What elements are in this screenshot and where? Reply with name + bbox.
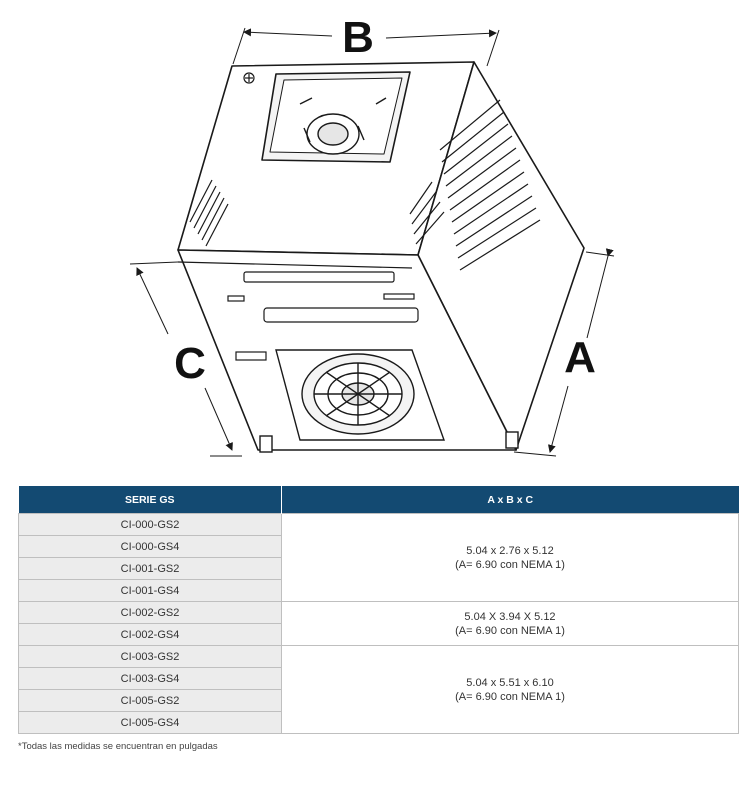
keypad-icon <box>299 97 387 155</box>
model-cell: CI-005-GS4 <box>18 711 282 734</box>
dimension-label-b: B <box>342 13 374 62</box>
dimension-value: 5.04 x 5.51 x 6.10 <box>466 676 554 689</box>
table-row: CI-002-GS4 <box>18 623 739 646</box>
vent-slots-side <box>409 99 541 271</box>
table-row: CI-005-GS2 <box>18 689 739 712</box>
model-cell: CI-003-GS4 <box>18 667 282 690</box>
dimension-label-c: C <box>174 339 206 388</box>
column-header-serie: SERIE GS <box>18 486 282 514</box>
drive-unit <box>177 61 585 451</box>
table-header-row: SERIE GS A x B x C <box>18 486 739 514</box>
dimension-c <box>129 261 242 457</box>
table-row: CI-003-GS2 5.04 x 5.51 x 6.10 (A= 6.90 c… <box>18 645 739 734</box>
dimension-note: (A= 6.90 con NEMA 1) <box>455 690 565 703</box>
model-cell: CI-003-GS2 <box>18 645 282 668</box>
dimension-value: 5.04 x 2.76 x 5.12 <box>466 544 554 557</box>
footnote: *Todas las medidas se encuentran en pulg… <box>18 741 218 752</box>
dimension-a <box>513 248 615 457</box>
table-row: CI-000-GS4 <box>18 535 739 558</box>
model-cell: CI-001-GS2 <box>18 557 282 580</box>
dimension-note: (A= 6.90 con NEMA 1) <box>455 624 565 637</box>
model-cell: CI-000-GS4 <box>18 535 282 558</box>
vent-slots-top-left <box>189 179 229 247</box>
model-cell: CI-001-GS4 <box>18 579 282 602</box>
model-cell: CI-002-GS2 <box>18 601 282 624</box>
dimension-cell: 5.04 x 5.51 x 6.10 (A= 6.90 con NEMA 1) <box>281 645 739 734</box>
dimension-label-a: A <box>564 333 596 382</box>
table-row: CI-000-GS2 5.04 x 2.76 x 5.12 (A= 6.90 c… <box>18 513 739 602</box>
model-cell: CI-000-GS2 <box>18 513 282 536</box>
table-row: CI-001-GS2 <box>18 557 739 580</box>
table-row: CI-001-GS4 <box>18 579 739 602</box>
column-header-dimensions: A x B x C <box>281 486 739 514</box>
dimension-table: SERIE GS A x B x C CI-000-GS2 5.04 x 2.7… <box>18 486 739 734</box>
table-row: CI-005-GS4 <box>18 711 739 734</box>
model-cell: CI-005-GS2 <box>18 689 282 712</box>
dimension-value: 5.04 X 3.94 X 5.12 <box>464 610 556 623</box>
cooling-fan-icon <box>275 349 445 441</box>
dimension-note: (A= 6.90 con NEMA 1) <box>455 558 565 571</box>
table-row: CI-003-GS4 <box>18 667 739 690</box>
mounting-feet <box>259 431 519 453</box>
vent-slots-front <box>227 271 419 361</box>
dimension-b <box>232 27 500 67</box>
drive-dimension-illustration: B A C <box>129 13 615 457</box>
model-cell: CI-002-GS4 <box>18 623 282 646</box>
dimension-cell: 5.04 X 3.94 X 5.12 (A= 6.90 con NEMA 1) <box>281 601 739 646</box>
dimension-cell: 5.04 x 2.76 x 5.12 (A= 6.90 con NEMA 1) <box>281 513 739 602</box>
table-row: CI-002-GS2 5.04 X 3.94 X 5.12 (A= 6.90 c… <box>18 601 739 646</box>
grounding-screw-icon <box>243 72 255 84</box>
